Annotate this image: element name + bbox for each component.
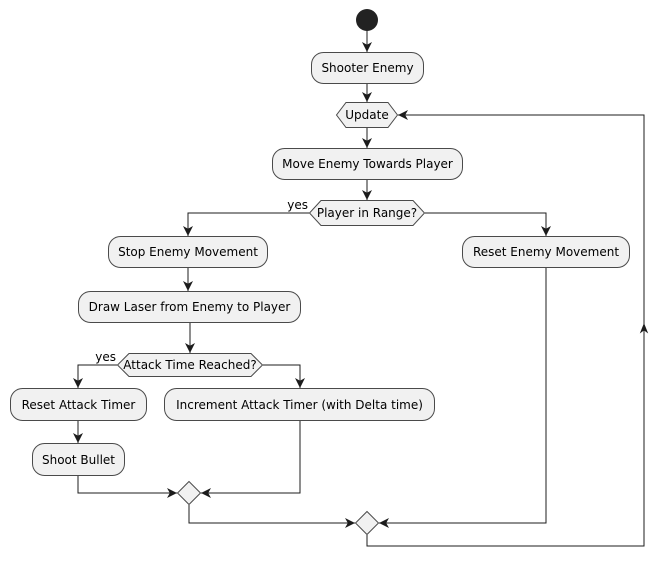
edge-shoot-to-merge1 <box>77 476 177 498</box>
node-label: Update <box>345 108 389 122</box>
edge-label-yes-player-in-range: yes <box>287 198 308 212</box>
activity-shooter-enemy: Shooter Enemy <box>311 52 424 84</box>
activity-increment-attack-timer: Increment Attack Timer (with Delta time) <box>164 388 435 421</box>
activity-stop-enemy-movement: Stop Enemy Movement <box>108 236 268 268</box>
activity-shoot-bullet: Shoot Bullet <box>32 443 125 476</box>
node-label: Stop Enemy Movement <box>118 245 258 259</box>
decision-attack-time-reached: Attack Time Reached? <box>116 353 264 377</box>
node-label: Attack Time Reached? <box>123 358 257 372</box>
edge-merge2-back-to-update <box>366 110 645 547</box>
decision-update: Update <box>335 102 399 128</box>
node-label: Move Enemy Towards Player <box>282 157 453 171</box>
activity-move-enemy-towards-player: Move Enemy Towards Player <box>272 148 463 180</box>
node-label: Reset Enemy Movement <box>472 245 620 259</box>
edge-attack-time-yes <box>73 364 117 388</box>
activity-reset-attack-timer: Reset Attack Timer <box>10 388 147 421</box>
node-label: Shooter Enemy <box>321 61 414 75</box>
node-label: Draw Laser from Enemy to Player <box>88 300 291 314</box>
edge-player-in-range-yes <box>183 212 309 236</box>
merge-diamond-1 <box>176 480 202 506</box>
edge-player-in-range-no <box>425 212 551 236</box>
start-node <box>356 9 378 31</box>
edge-increment-to-merge1 <box>201 421 301 498</box>
hexagon-shape <box>335 102 399 128</box>
merge-diamond-2 <box>354 510 380 536</box>
node-label: Player in Range? <box>316 206 418 220</box>
node-label: Reset Attack Timer <box>21 397 136 412</box>
edge-attack-time-no <box>263 364 305 388</box>
decision-player-in-range: Player in Range? <box>308 200 426 226</box>
edge-reset-movement-to-merge2 <box>379 268 547 528</box>
activity-draw-laser: Draw Laser from Enemy to Player <box>78 291 301 323</box>
diamond-shape <box>176 480 202 506</box>
mid-arrowhead-up <box>639 323 649 334</box>
node-label: Increment Attack Timer (with Delta time) <box>176 397 423 412</box>
hexagon-shape <box>116 353 264 377</box>
diamond-shape <box>354 510 380 536</box>
edge-merge1-to-merge2 <box>188 505 355 528</box>
node-label: Shoot Bullet <box>41 452 116 467</box>
edge-label-yes-attack-time: yes <box>95 350 116 364</box>
activity-reset-enemy-movement: Reset Enemy Movement <box>462 236 630 268</box>
hexagon-shape <box>308 200 426 226</box>
